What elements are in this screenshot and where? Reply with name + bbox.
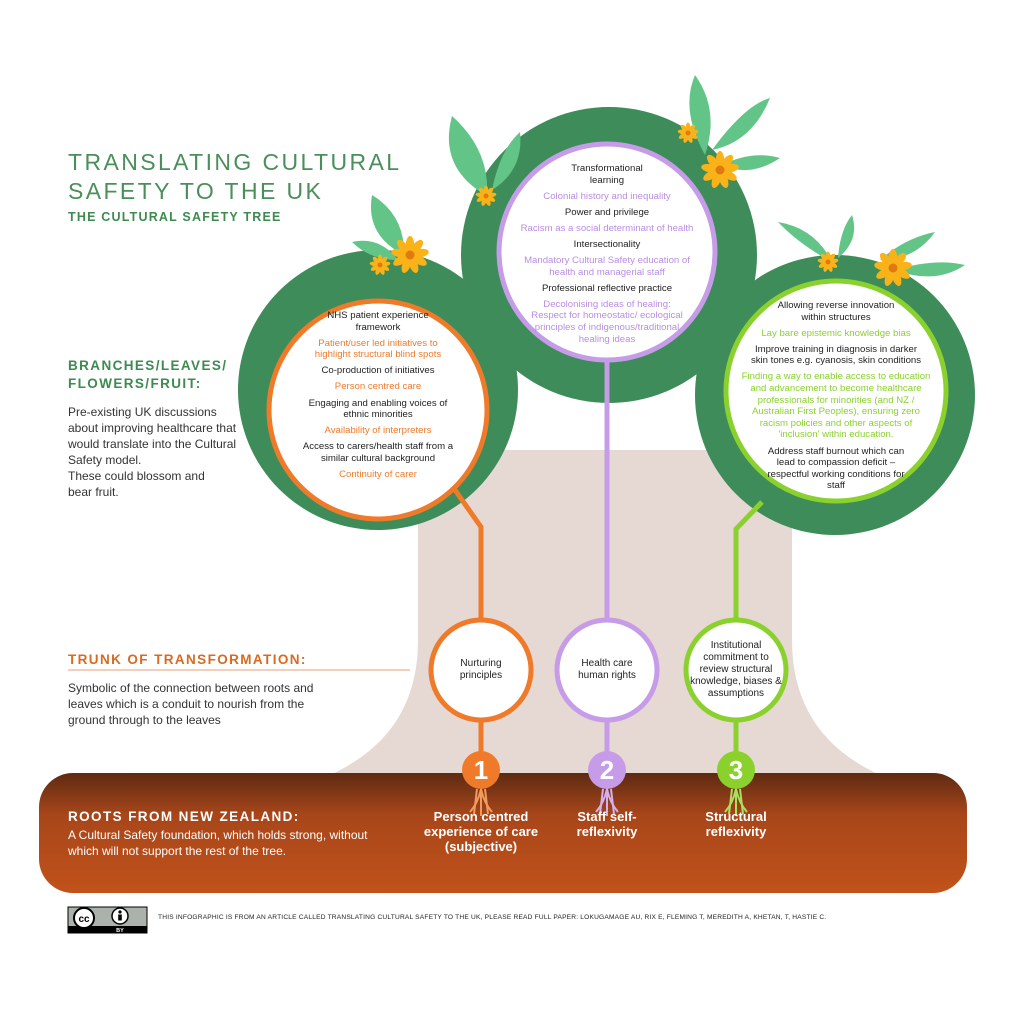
number-circle-1 xyxy=(462,751,500,789)
cc-by-license-icon: cc BY xyxy=(67,906,148,934)
center-circle-item: Mandatory Cultural Safety education of h… xyxy=(524,255,690,278)
left-circle-item: Patient/user led initiatives to highligh… xyxy=(314,337,442,361)
center-circle-item: Racism as a social determinant of health xyxy=(520,222,694,234)
left-circle-item: NHS patient experience framework xyxy=(327,310,429,333)
right-circle-item: Allowing reverse innovation within struc… xyxy=(777,300,895,323)
roots-2 xyxy=(595,788,619,816)
left-circle-text: NHS patient experience framework Patient… xyxy=(302,310,454,485)
center-circle xyxy=(496,141,718,363)
center-circle-item: Colonial history and inequality xyxy=(543,190,671,202)
page-title: TRANSLATING CULTURAL SAFETY TO THE UK xyxy=(68,149,401,204)
trunk-circle-1 xyxy=(428,617,534,723)
roots-1 xyxy=(469,788,493,816)
roots-heading: ROOTS FROM NEW ZEALAND: xyxy=(68,809,300,824)
right-circle-item: Improve training in diagnosis in darker … xyxy=(750,343,922,367)
page-subtitle: THE CULTURAL SAFETY TREE xyxy=(68,210,282,224)
roots-3 xyxy=(724,788,748,816)
trunk-circle-1-label: Nurturing principles xyxy=(459,658,503,681)
svg-text:cc: cc xyxy=(78,914,90,925)
trunk-circle-2-label: Health care human rights xyxy=(578,658,636,681)
leaf-icon xyxy=(352,75,965,277)
left-circle-item: Co-production of initiatives xyxy=(321,365,435,377)
center-circle-item: Power and privilege xyxy=(564,206,650,218)
trunk-heading: TRUNK OF TRANSFORMATION: xyxy=(68,652,307,667)
right-circle-item: Address staff burnout which can lead to … xyxy=(767,445,905,492)
connector-line-3 xyxy=(733,500,764,622)
left-circle-item: Access to carers/health staff from a sim… xyxy=(302,441,454,464)
root-label-2: Staff self-reflexivity xyxy=(576,809,638,839)
center-circle-item: Decolonising ideas of healing: Respect f… xyxy=(531,298,683,345)
citation-footer: THIS INFOGRAPHIC IS FROM AN ARTICLE CALL… xyxy=(158,914,827,921)
branches-description: Pre-existing UK discussions about improv… xyxy=(68,405,237,467)
trunk-circle-2 xyxy=(554,617,660,723)
center-circle-text: Transformational learning Colonial histo… xyxy=(513,163,701,350)
branches-note: These could blossom and bear fruit. xyxy=(68,469,205,499)
center-circle-item: Transformational learning xyxy=(571,163,643,186)
center-circle-item: Intersectionality xyxy=(573,238,641,250)
left-circle-item: Continuity of carer xyxy=(339,469,417,481)
right-circle xyxy=(723,278,949,504)
right-circle-item: Finding a way to enable access to educat… xyxy=(741,371,931,441)
number-3: 3 xyxy=(728,755,744,785)
connector-line-1 xyxy=(452,488,484,622)
svg-text:BY: BY xyxy=(116,928,124,934)
left-circle-item: Person centred care xyxy=(334,381,422,393)
trunk-circle-3-label: Institutional commitment to review struc… xyxy=(690,640,782,699)
root-label-3: Structural reflexivity xyxy=(705,809,767,839)
left-circle-item: Engaging and enabling voices of ethnic m… xyxy=(308,397,448,421)
right-circle-item: Lay bare epistemic knowledge bias xyxy=(761,327,911,339)
roots-description: A Cultural Safety foundation, which hold… xyxy=(68,828,368,858)
trunk-description: Symbolic of the connection between roots… xyxy=(68,681,314,727)
center-circle-item: Professional reflective practice xyxy=(541,282,673,294)
branches-heading: BRANCHES/LEAVES/ FLOWERS/FRUIT: xyxy=(68,358,228,391)
right-circle-text: Allowing reverse innovation within struc… xyxy=(740,300,932,496)
left-circle xyxy=(266,298,490,522)
number-circle-3 xyxy=(717,751,755,789)
number-circle-2 xyxy=(588,751,626,789)
number-2: 2 xyxy=(599,755,615,785)
trunk-circle-3 xyxy=(683,617,789,723)
number-1: 1 xyxy=(473,755,489,785)
root-label-1: Person centred experience of care (subje… xyxy=(423,809,539,854)
left-circle-item: Availability of interpreters xyxy=(324,425,432,437)
